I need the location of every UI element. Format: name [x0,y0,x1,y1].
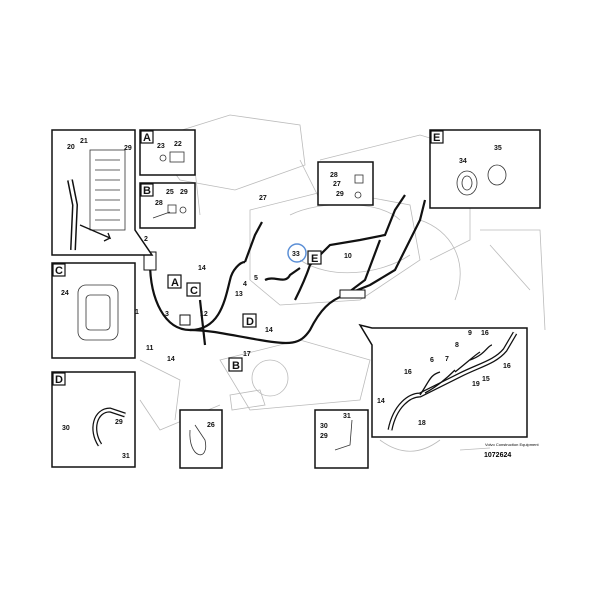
main-harness [143,194,427,346]
svg-text:D: D [246,316,254,328]
label-1: 1 [135,309,139,316]
svg-text:27: 27 [333,181,341,188]
detail-ecu[interactable]: 20 21 29 [51,129,154,256]
label-5: 5 [254,275,258,282]
callout-tags[interactable]: A C D B E [167,250,322,372]
svg-text:25: 25 [166,189,174,196]
detail-clip-26[interactable]: 26 [179,409,223,469]
svg-text:7: 7 [445,356,449,363]
main-labels: 27 10 14 5 4 13 12 3 1 11 14 17 14 [135,195,352,363]
svg-text:6: 6 [430,357,434,364]
detail-harness[interactable]: 9 16 8 6 7 16 16 19 15 14 18 [358,323,528,438]
label-33: 33 [292,251,300,258]
svg-text:16: 16 [503,363,511,370]
svg-text:22: 22 [174,141,182,148]
svg-text:16: 16 [404,369,412,376]
label-14: 14 [167,356,175,363]
label-14: 14 [265,327,273,334]
svg-text:D: D [55,374,63,386]
svg-text:23: 23 [157,143,165,150]
detail-E[interactable]: E 34 35 [429,129,541,209]
label-10: 10 [344,253,352,260]
detail-A[interactable]: A 23 22 [139,129,196,176]
svg-text:21: 21 [80,138,88,145]
publisher-text: Volvo Construction Equipment [485,442,539,447]
svg-text:14: 14 [377,398,385,405]
svg-text:20: 20 [67,144,75,151]
detail-top[interactable]: 28 27 29 [317,161,374,206]
detail-bracket[interactable]: 31 30 29 [314,409,369,469]
svg-text:35: 35 [494,145,502,152]
svg-text:34: 34 [459,158,467,165]
svg-text:29: 29 [115,419,123,426]
svg-text:30: 30 [320,423,328,430]
svg-text:16: 16 [481,330,489,337]
label-3: 3 [165,311,169,318]
label-14: 14 [198,265,206,272]
svg-text:15: 15 [482,376,490,383]
svg-text:30: 30 [62,425,70,432]
svg-text:E: E [311,253,318,265]
svg-text:26: 26 [207,422,215,429]
detail-D[interactable]: D 30 29 31 [51,371,136,468]
svg-text:24: 24 [61,290,69,297]
svg-text:29: 29 [320,433,328,440]
svg-text:31: 31 [122,453,130,460]
svg-text:A: A [171,277,179,289]
part-33-highlight[interactable] [287,243,307,263]
svg-text:C: C [190,285,198,297]
svg-text:29: 29 [336,191,344,198]
svg-text:18: 18 [418,420,426,427]
svg-text:9: 9 [468,330,472,337]
detail-C[interactable]: C 24 [51,262,136,359]
label-27: 27 [259,195,267,202]
label-4: 4 [243,281,247,288]
svg-text:28: 28 [155,200,163,207]
svg-text:29: 29 [124,145,132,152]
label-13: 13 [235,291,243,298]
label-12: 12 [200,311,208,318]
svg-text:B: B [232,360,240,372]
svg-text:19: 19 [472,381,480,388]
svg-text:A: A [143,132,151,144]
label-11: 11 [146,345,154,352]
svg-text:29: 29 [180,189,188,196]
svg-text:E: E [433,132,440,144]
svg-text:C: C [55,265,63,277]
label-2: 2 [144,236,148,243]
document-number: 1072624 [484,452,511,459]
svg-text:B: B [143,185,151,197]
detail-B[interactable]: B 25 29 28 [139,182,196,229]
svg-text:8: 8 [455,342,459,349]
svg-text:31: 31 [343,413,351,420]
label-17: 17 [243,351,251,358]
svg-text:28: 28 [330,172,338,179]
